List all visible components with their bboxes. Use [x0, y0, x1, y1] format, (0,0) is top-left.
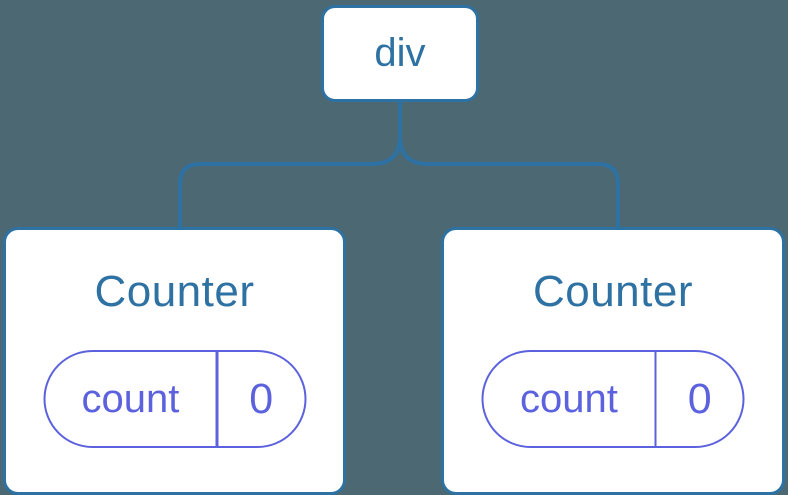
- component-card-left: Counter count 0: [3, 227, 346, 495]
- connector-branch-left: [178, 98, 402, 229]
- state-value: 0: [687, 374, 712, 423]
- state-pill: count 0: [43, 350, 306, 448]
- state-pill: count 0: [481, 350, 745, 448]
- state-divider: [215, 352, 219, 446]
- component-title: Counter: [532, 267, 694, 316]
- state-divider: [654, 352, 657, 446]
- root-node-label: div: [374, 31, 426, 75]
- state-key: count: [520, 376, 618, 421]
- component-title: Counter: [94, 267, 255, 316]
- state-value: 0: [249, 374, 274, 423]
- connector-branch-right: [398, 98, 620, 229]
- root-node: div: [321, 5, 479, 102]
- state-key: count: [81, 376, 180, 421]
- component-card-right: Counter count 0: [441, 227, 785, 495]
